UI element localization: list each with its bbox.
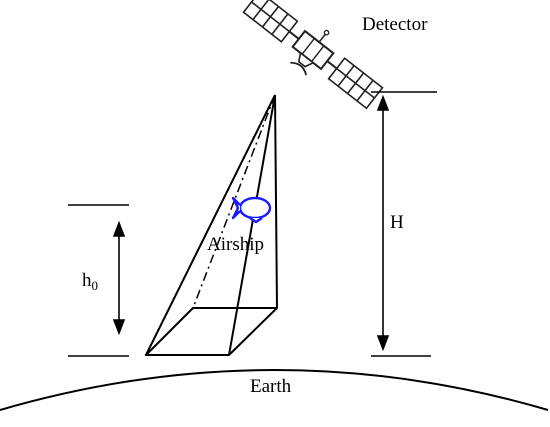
airship-label: Airship (207, 234, 264, 255)
pyramid-edge-back-right (274, 94, 278, 309)
h0-base: h (82, 270, 92, 291)
height-H-marker (371, 91, 437, 357)
h0-subscript: 0 (92, 278, 99, 293)
airship-icon (231, 196, 272, 224)
satellite-icon (242, 0, 384, 110)
pyramid-edge-front-left (145, 94, 276, 356)
detector-label: Detector (362, 14, 428, 35)
height-H-label: H (390, 212, 404, 233)
earth-surface (0, 369, 549, 411)
height-h0-label: h0 (82, 270, 98, 293)
earth-label: Earth (250, 376, 292, 397)
detection-pyramid (145, 94, 278, 356)
height-h0-marker (68, 204, 129, 357)
pyramid-edge-front-right (228, 94, 276, 356)
